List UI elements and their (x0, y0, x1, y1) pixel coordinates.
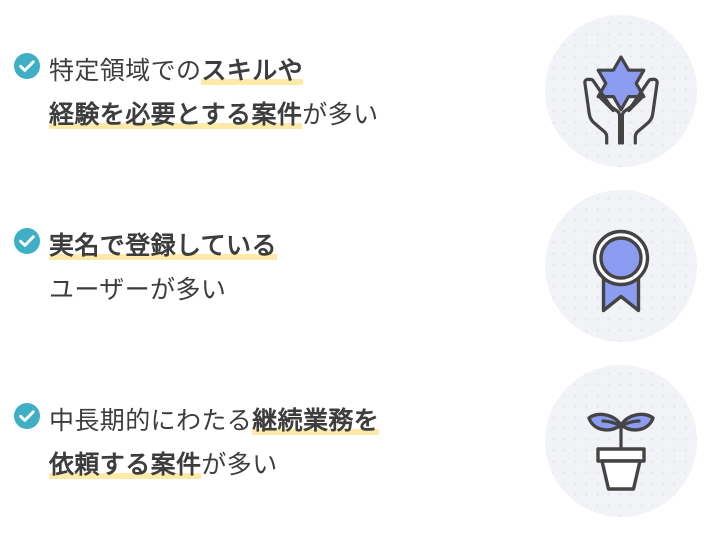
feature-text-line: 実名で登録している (49, 224, 530, 268)
text-segment-highlighted: スキルや (201, 56, 304, 87)
feature-text-group: 実名で登録している ユーザーが多い (0, 224, 530, 312)
check-circle-icon (14, 227, 40, 254)
feature-text-group: 特定領域でのスキルや 経験を必要とする案件が多い (0, 49, 530, 137)
check-circle-icon (14, 402, 40, 429)
feature-text-line: 経験を必要とする案件が多い (49, 93, 530, 137)
feature-illustration-wrap (545, 365, 697, 517)
feature-item: 実名で登録している ユーザーが多い (0, 180, 710, 355)
feature-text-line: 特定領域でのスキルや (49, 49, 530, 93)
text-segment-highlighted: 実名で登録している (49, 231, 277, 262)
feature-text: 特定領域でのスキルや 経験を必要とする案件が多い (49, 49, 530, 137)
feature-text-line: 中長期的にわたる継続業務を (49, 399, 530, 443)
hands-holding-star-icon (545, 15, 697, 167)
feature-illustration-wrap (545, 15, 697, 167)
text-segment: 中長期的にわたる (49, 406, 253, 435)
text-segment: 特定領域での (49, 56, 202, 85)
feature-item: 特定領域でのスキルや 経験を必要とする案件が多い (0, 5, 710, 180)
text-segment: が多い (302, 100, 379, 129)
feature-text: 中長期的にわたる継続業務を 依頼する案件が多い (49, 399, 530, 487)
feature-illustration-wrap (545, 190, 697, 342)
feature-text-line: 依頼する案件が多い (49, 443, 530, 487)
award-medal-icon (545, 190, 697, 342)
potted-sprout-icon (545, 365, 697, 517)
text-segment: ユーザーが多い (49, 275, 227, 304)
feature-text: 実名で登録している ユーザーが多い (49, 224, 530, 312)
text-segment: が多い (201, 450, 278, 479)
feature-item: 中長期的にわたる継続業務を 依頼する案件が多い (0, 355, 710, 530)
check-circle-icon (14, 52, 40, 79)
feature-text-line: ユーザーが多い (49, 268, 530, 312)
text-segment-highlighted: 依頼する案件 (49, 450, 202, 481)
feature-text-group: 中長期的にわたる継続業務を 依頼する案件が多い (0, 399, 530, 487)
text-segment-highlighted: 継続業務を (252, 406, 380, 437)
text-segment-highlighted: 経験を必要とする案件 (49, 100, 303, 131)
